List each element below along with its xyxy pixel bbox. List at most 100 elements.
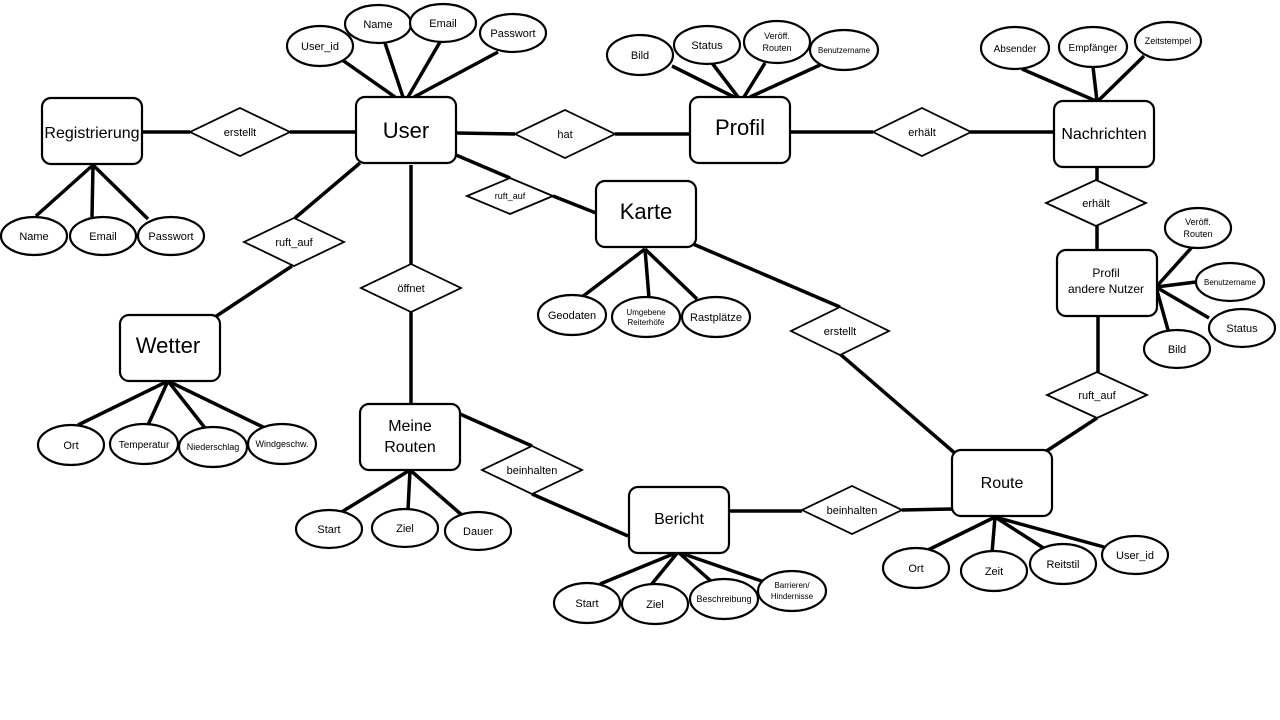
attribute-spoke (1155, 280, 1197, 289)
attribute-spoke (749, 63, 821, 99)
entity-profil: Profil (688, 95, 792, 165)
attribute-user-id: User_id (285, 24, 355, 68)
attribute-label: Niederschlag (187, 442, 240, 452)
connector (531, 492, 629, 538)
attribute-spoke (671, 64, 735, 99)
attribute-spoke (34, 163, 95, 218)
attribute-spoke (90, 164, 95, 218)
relationship-oeffnet: öffnet (358, 263, 464, 313)
attribute-label: Ziel (396, 523, 414, 535)
attribute-label: Ziel (646, 599, 664, 611)
attribute-bericht-barrieren-hindernisse: Barrieren/ Hindernisse (756, 569, 828, 613)
attribute-label: Start (317, 524, 340, 536)
attribute-profil-andere-bild: Bild (1142, 328, 1212, 370)
entity-label: Route (981, 475, 1024, 492)
attribute-spoke (339, 468, 411, 515)
relationship-beinhalten-routen-bericht: beinhalten (479, 445, 585, 495)
entity-user: User (354, 95, 458, 165)
attribute-label-line1: Umgebene (626, 308, 666, 317)
attribute-nachrichten-empfaenger: Empfänger (1057, 25, 1129, 69)
attribute-label: Ort (63, 440, 78, 452)
relationship-hat: hat (512, 109, 618, 159)
relationship-label: erhält (908, 127, 936, 139)
attribute-karte-geodaten: Geodaten (536, 293, 608, 337)
attribute-bericht-start: Start (552, 581, 622, 625)
attribute-route-ort: Ort (881, 546, 951, 590)
attribute-spoke (580, 247, 647, 299)
relationship-erhaelt-profil-nachrichten: erhält (870, 106, 974, 158)
entity-registrierung: Registrierung (40, 96, 144, 166)
relationships: erstellt hat erhält ruft_auf ruft_auf öf… (187, 106, 1150, 535)
attributes: User_id Name Email Passwort Bild Status … (0, 2, 1277, 626)
attribute-meine-routen-start: Start (294, 508, 364, 550)
connector (1044, 416, 1098, 454)
relationship-ruft-auf-user-wetter: ruft_auf (241, 217, 347, 267)
attribute-bericht-beschreibung: Beschreibung (688, 577, 760, 621)
connector (901, 507, 953, 512)
attribute-user-passwort: Passwort (478, 12, 548, 54)
attribute-profil-status: Status (672, 24, 742, 66)
attribute-registrierung-name: Name (0, 215, 69, 257)
attribute-label-line2: Reiterhöfe (628, 318, 665, 327)
attribute-spoke (406, 41, 442, 98)
entity-route: Route (950, 448, 1054, 518)
attribute-label: Bild (631, 50, 649, 62)
attribute-spoke (1155, 285, 1210, 320)
attribute-label: Reitstil (1046, 559, 1079, 571)
attribute-profil-andere-veroeff-routen: Veröff. Routen (1163, 206, 1233, 250)
connector (214, 264, 293, 319)
relationship-ruft-auf-profil-route: ruft_auf (1044, 371, 1150, 419)
relationship-label: beinhalten (827, 505, 878, 517)
attribute-spoke (146, 380, 170, 426)
attribute-spoke (710, 61, 740, 99)
attribute-label: Email (89, 231, 117, 243)
attribute-label: Windgeschw. (255, 439, 308, 449)
connector (293, 161, 362, 220)
attribute-label: Zeit (985, 566, 1003, 578)
relationship-erhaelt-nachrichten-profil: erhält (1043, 179, 1149, 227)
attribute-spoke (336, 55, 397, 99)
entity-label-line2: andere Nutzer (1068, 282, 1144, 296)
relationship-beinhalten-bericht-route: beinhalten (799, 485, 905, 535)
relationship-label: erstellt (224, 127, 256, 139)
attribute-label: Status (691, 40, 723, 52)
attribute-label-line2: Routen (762, 43, 791, 53)
entity-label: Bericht (654, 511, 704, 528)
attribute-label: Passwort (148, 231, 193, 243)
attribute-label: Benutzername (818, 46, 871, 55)
attribute-karte-umgebene-reiterhoefe: Umgebene Reiterhöfe (610, 295, 682, 339)
relationship-label: ruft_auf (275, 237, 313, 249)
attribute-spoke (742, 62, 767, 98)
entity-label: Karte (620, 199, 673, 224)
attribute-spoke (166, 379, 207, 430)
relationship-label: öffnet (397, 283, 424, 295)
attribute-label: Rastplätze (690, 312, 742, 324)
attribute-spoke (167, 379, 266, 430)
connector-lines (34, 41, 1210, 587)
attribute-profil-veroeff-routen: Veröff. Routen (742, 19, 812, 65)
attribute-spoke (994, 515, 1046, 551)
relationship-label: erstellt (824, 326, 856, 338)
attribute-meine-routen-dauer: Dauer (443, 510, 513, 552)
attribute-route-user-id: User_id (1100, 534, 1170, 576)
relationship-erstellt-registrierung-user: erstellt (187, 107, 293, 157)
entity-label: Profil (715, 115, 765, 140)
attribute-spoke (677, 550, 771, 586)
attribute-nachrichten-absender: Absender (979, 25, 1051, 71)
attribute-label: Bild (1168, 344, 1186, 356)
attribute-registrierung-email: Email (68, 215, 138, 257)
attribute-spoke (1091, 66, 1099, 102)
attribute-label: Ort (908, 563, 923, 575)
relationship-label: erhält (1082, 198, 1110, 210)
attribute-spoke (643, 247, 699, 301)
attribute-meine-routen-ziel: Ziel (370, 507, 440, 549)
relationship-label: hat (557, 129, 572, 141)
attribute-label-line2: Routen (1183, 229, 1212, 239)
attribute-wetter-ort: Ort (36, 423, 106, 467)
attribute-wetter-niederschlag: Niederschlag (177, 425, 249, 469)
connector (692, 242, 841, 309)
attribute-spoke (927, 515, 996, 552)
attribute-route-reitstil: Reitstil (1028, 542, 1098, 586)
attribute-label: Benutzername (1204, 278, 1257, 287)
